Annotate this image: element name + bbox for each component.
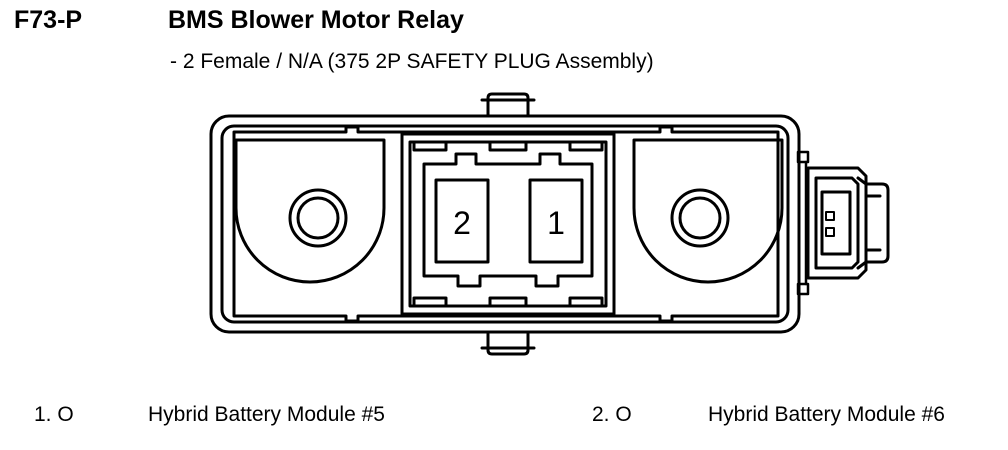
pin-1-description: Hybrid Battery Module #5 xyxy=(148,403,385,426)
connector-housing-inner xyxy=(220,124,790,324)
housing-rim xyxy=(232,125,780,323)
cavity-1-label: 1 xyxy=(547,205,565,241)
pin-1-number: 1. O xyxy=(34,403,74,426)
left-arch-lobe xyxy=(234,138,386,284)
connector-housing-outer xyxy=(209,114,801,334)
top-latch-tab xyxy=(480,92,536,118)
right-arch-lobe xyxy=(632,138,784,284)
right-side-clips xyxy=(796,150,810,296)
center-top-slots xyxy=(412,140,604,152)
left-terminal-hole xyxy=(288,188,348,248)
connector-subtitle: - 2 Female / N/A (375 2P SAFETY PLUG Ass… xyxy=(170,50,654,73)
pin-2-number: 2. O xyxy=(592,403,632,426)
bottom-latch-tab xyxy=(480,332,536,356)
cavity-2-label: 2 xyxy=(453,205,471,241)
cavity-surround xyxy=(422,152,594,288)
center-block-outer xyxy=(400,132,616,316)
cavity-2 xyxy=(434,178,490,264)
connector-title: BMS Blower Motor Relay xyxy=(168,6,464,34)
center-bottom-slots xyxy=(412,296,604,308)
side-plug-assembly xyxy=(806,166,890,280)
cavity-1 xyxy=(528,178,584,264)
connector-code: F73-P xyxy=(14,6,83,34)
pin-2-description: Hybrid Battery Module #6 xyxy=(708,403,945,426)
center-block-inner xyxy=(408,140,608,308)
right-terminal-hole xyxy=(670,188,730,248)
